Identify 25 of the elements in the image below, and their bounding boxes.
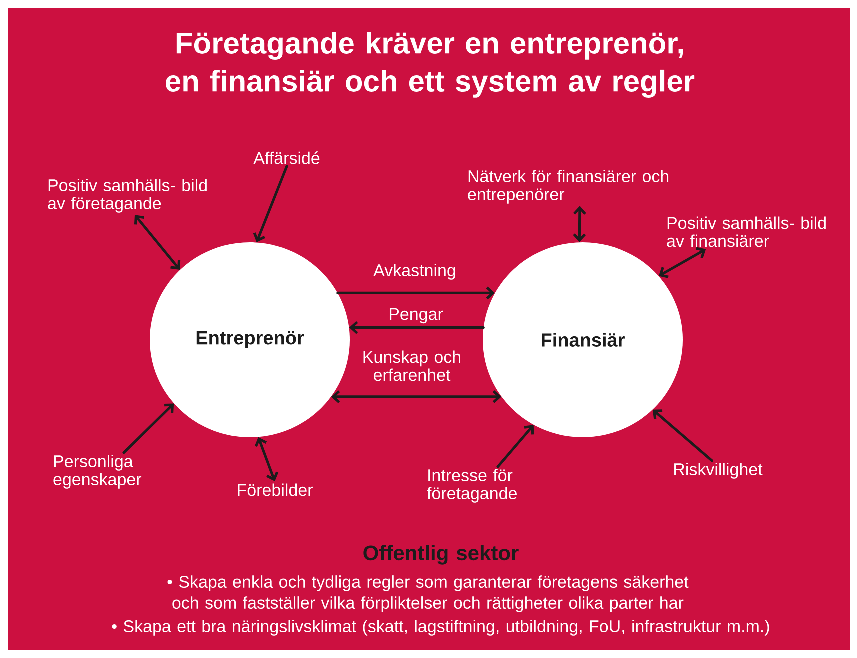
bullet-text: • Skapa enkla och tydliga regler som garanterar företagens säkerhet och som fastställer vilka förpliktelser och rättigheter olika parter har (168, 576, 689, 612)
arrow (253, 165, 288, 243)
arrow (134, 215, 181, 270)
edge-label: Pengar (390, 308, 444, 324)
callout-text: Riskvillighet (674, 463, 763, 479)
title: Företagande kräver en entreprenör, en finansiär och ett system av regler (166, 32, 695, 98)
arrow (652, 410, 714, 462)
arrow (573, 206, 586, 242)
edge-label: Avkastning (374, 264, 456, 280)
bullet-text: • Skapa ett bra näringslivsklimat (skatt, lagstiftning, utbildning, FoU, infrastruktur m.m.) (112, 620, 770, 636)
callout-text: Affärsidé (254, 152, 320, 164)
callout-text: Förebilder (238, 484, 313, 496)
callout-text: Intresse för företagande (427, 469, 517, 503)
callout-text: Nätverk för finansiärer och entrepenörer (468, 170, 669, 204)
callout-text: Positiv samhälls- bild av företagande (48, 179, 207, 213)
arrow (331, 390, 502, 404)
arrow (349, 321, 485, 334)
section-heading: Offentlig sektor (364, 545, 519, 565)
arrow (496, 425, 534, 468)
edge-label: Kunskap och erfarenhet (364, 350, 460, 382)
arrow (336, 286, 496, 300)
arrow (122, 404, 174, 454)
arrow (658, 247, 706, 278)
callout-text: Personliga egenskaper (54, 455, 142, 489)
arrow (254, 437, 279, 482)
